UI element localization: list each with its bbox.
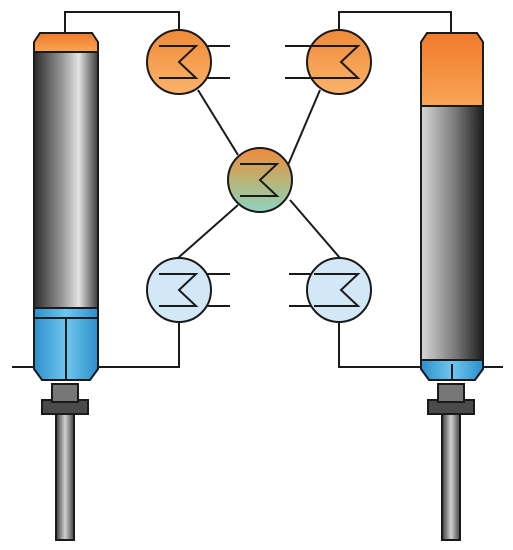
right-column bbox=[420, 32, 484, 541]
right-shell bbox=[420, 103, 484, 361]
heat-exchanger-icon bbox=[146, 257, 212, 323]
heat-exchanger-icon bbox=[146, 29, 212, 95]
heat-exchanger-icon bbox=[227, 147, 293, 213]
right-top-cap bbox=[420, 32, 484, 107]
heat-exchanger-icon bbox=[306, 257, 372, 323]
left-rod bbox=[55, 411, 75, 541]
heat-exchanger-icon bbox=[306, 29, 372, 95]
left-shell bbox=[33, 51, 99, 309]
piping-lines bbox=[12, 11, 503, 368]
left-top-cap bbox=[33, 32, 99, 53]
right-rod bbox=[441, 411, 461, 541]
left-column bbox=[33, 32, 99, 541]
